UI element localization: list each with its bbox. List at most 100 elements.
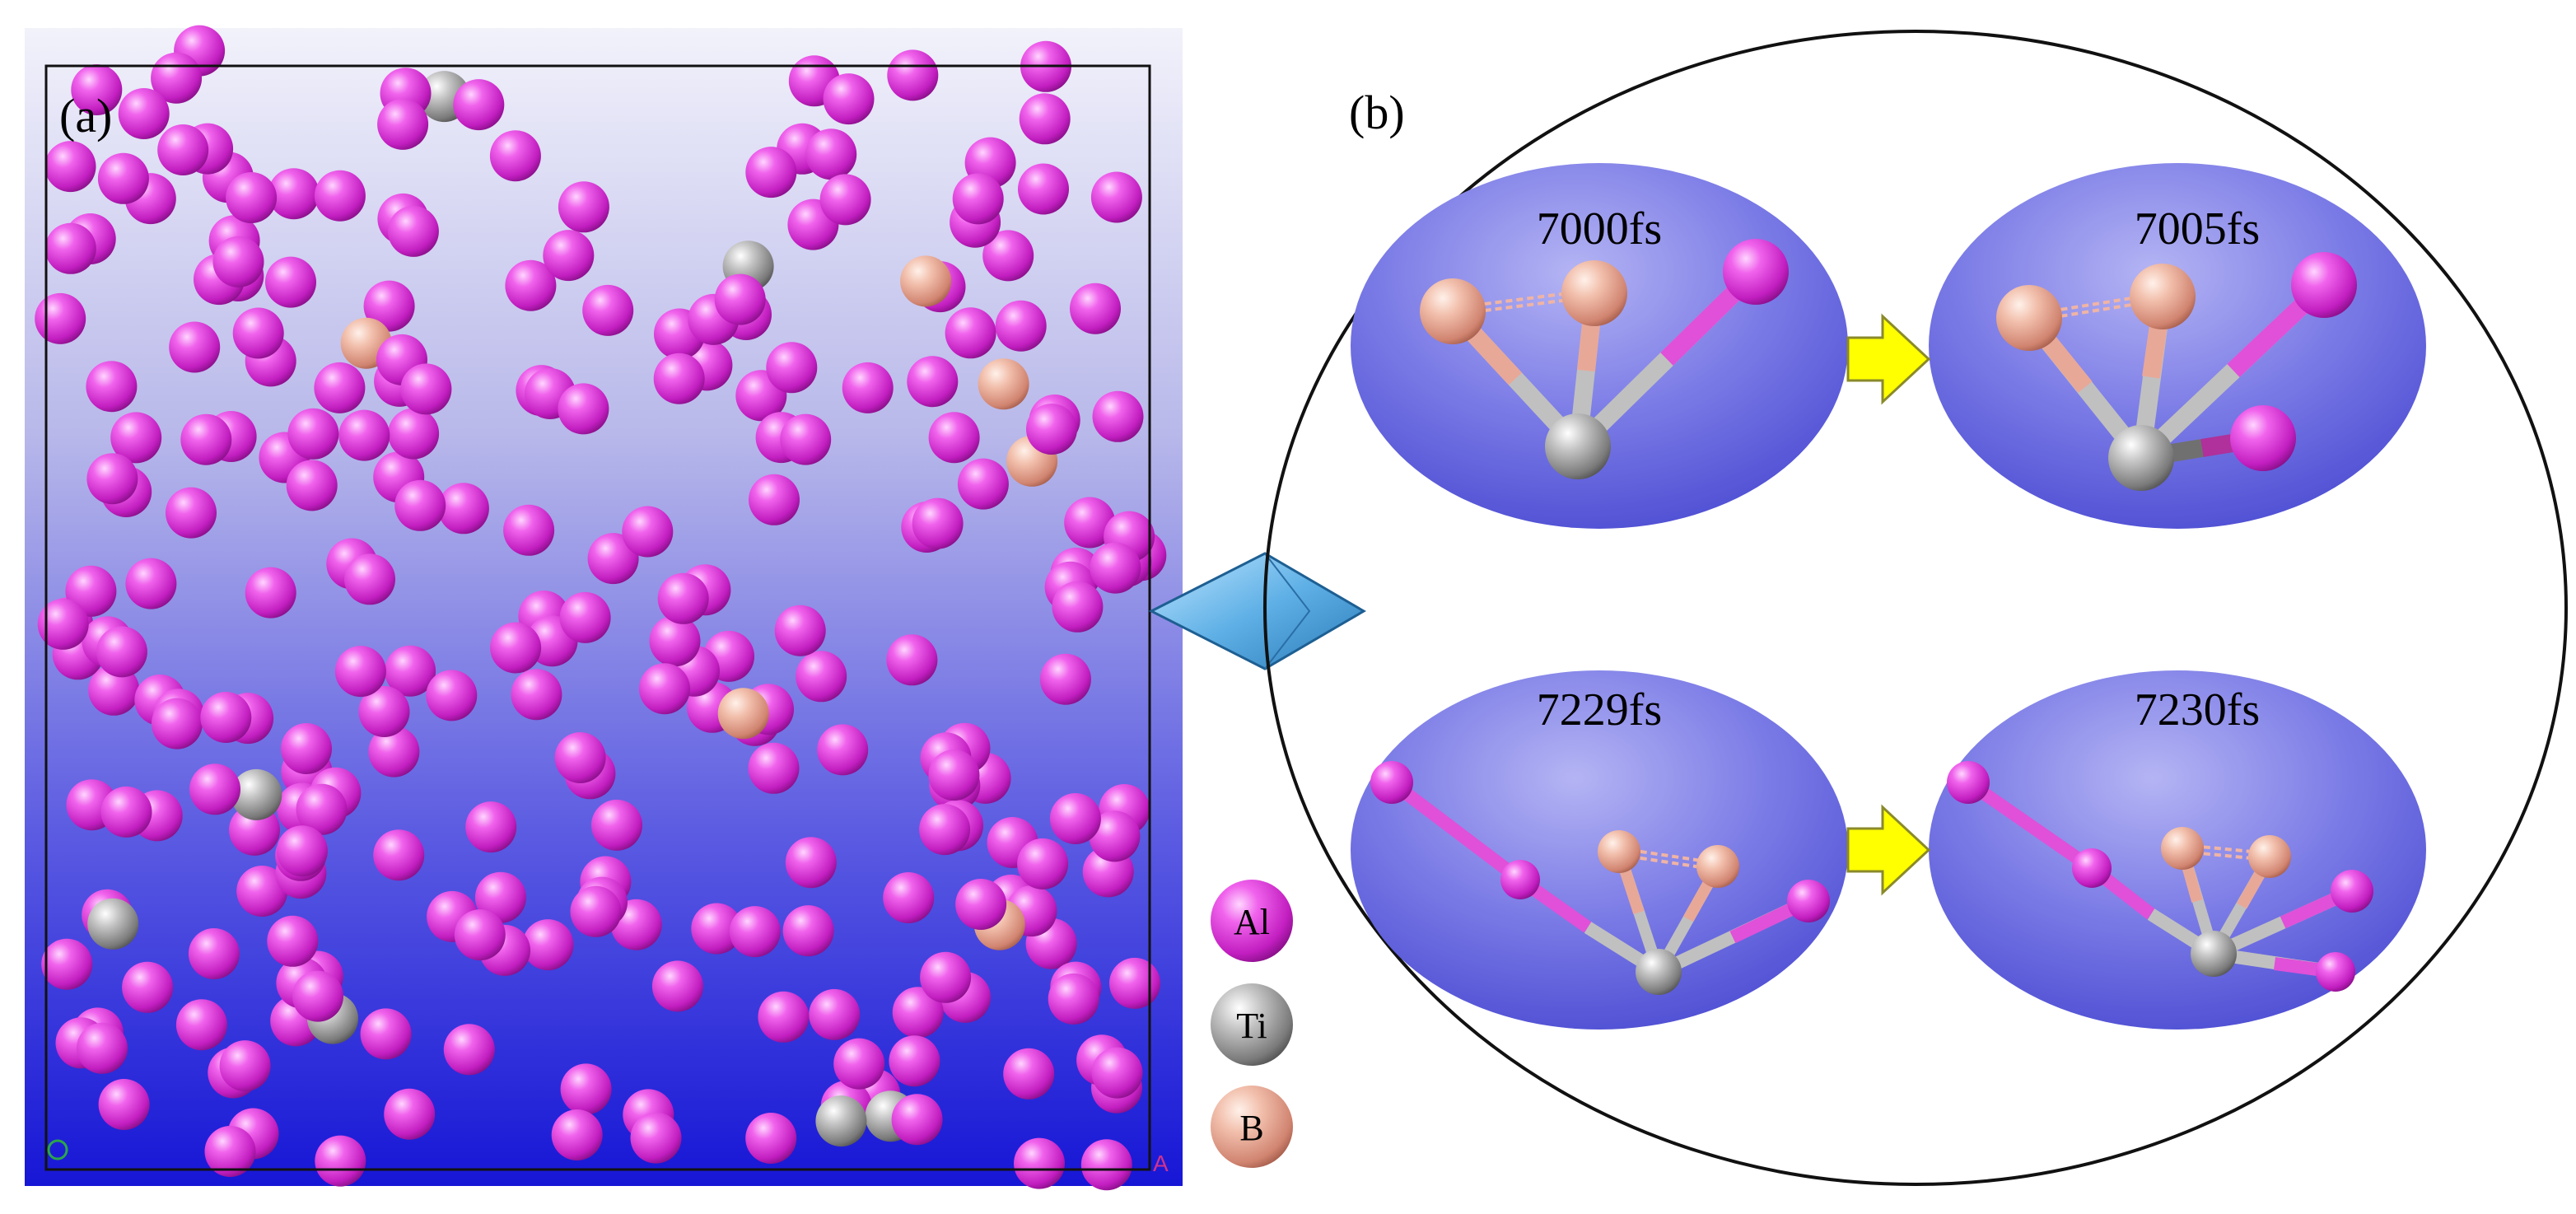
al-atom xyxy=(952,173,1004,225)
al-atom xyxy=(35,292,86,344)
al-atom xyxy=(907,356,959,408)
al-atom xyxy=(368,726,420,777)
b-atom xyxy=(1996,285,2062,351)
al-atom xyxy=(1026,404,1077,455)
al-atom xyxy=(639,663,690,715)
al-atom xyxy=(204,1126,256,1177)
al-atom xyxy=(453,79,505,131)
al-atom xyxy=(1090,171,1142,223)
al-atom xyxy=(37,598,89,650)
al-atom xyxy=(1723,239,1789,305)
al-atom xyxy=(651,960,703,1012)
al-atom xyxy=(560,1063,612,1115)
al-atom xyxy=(157,124,209,175)
al-atom xyxy=(883,872,935,923)
legend: Al Ti B xyxy=(1211,880,1293,1168)
al-atom xyxy=(169,321,221,373)
al-atom xyxy=(554,732,606,783)
al-atom xyxy=(630,1112,682,1164)
al-atom xyxy=(587,533,639,585)
al-atom xyxy=(780,413,832,465)
ti-atom-swatch xyxy=(1211,983,1293,1066)
al-atom xyxy=(377,98,429,150)
al-atom xyxy=(96,626,147,678)
molecule-cluster xyxy=(1370,761,1830,995)
al-atom xyxy=(1070,282,1121,334)
al-atom xyxy=(490,622,542,674)
al-atom xyxy=(758,991,810,1043)
al-atom xyxy=(1017,838,1069,889)
al-atom xyxy=(180,413,232,465)
al-atom xyxy=(426,670,478,721)
snapshot-7000fs: 7000fs xyxy=(1351,163,1848,529)
molecule-cluster xyxy=(1420,239,1789,479)
b-atom xyxy=(1420,278,1486,344)
al-atom xyxy=(1019,93,1071,145)
ti-atom xyxy=(1636,949,1682,995)
al-atom xyxy=(833,1038,885,1090)
b-atom xyxy=(2248,835,2291,878)
al-atom xyxy=(98,1079,150,1130)
al-atom xyxy=(166,487,217,539)
al-atom xyxy=(766,342,818,394)
al-atom xyxy=(232,307,284,359)
al-atom xyxy=(200,692,252,743)
al-atom xyxy=(41,938,93,990)
al-atom xyxy=(745,147,797,198)
b-atom xyxy=(1561,260,1627,326)
al-atom xyxy=(748,742,800,794)
al-atom xyxy=(86,361,138,413)
al-atom xyxy=(955,879,1007,930)
legend-item-al: Al xyxy=(1211,880,1293,962)
al-atom xyxy=(582,284,634,336)
al-atom xyxy=(511,669,562,721)
al-atom xyxy=(314,362,366,413)
al-atom xyxy=(400,363,452,415)
al-atom xyxy=(292,970,343,1022)
snapshot-background xyxy=(1929,163,2426,529)
al-atom xyxy=(394,479,446,531)
origin-marker-icon xyxy=(47,1139,68,1160)
al-atom xyxy=(385,645,436,697)
al-atom xyxy=(551,1109,603,1160)
al-atom xyxy=(387,205,439,257)
ti-atom xyxy=(2191,931,2237,977)
al-atom xyxy=(281,723,332,774)
al-atom xyxy=(44,222,96,274)
legend-al-label: Al xyxy=(1234,902,1270,942)
al-atom xyxy=(77,1022,128,1074)
al-atom xyxy=(88,664,140,716)
molecule-cluster xyxy=(1996,252,2357,491)
al-atom xyxy=(489,130,541,182)
snapshot-7005fs: 7005fs xyxy=(1929,163,2426,529)
al-atom xyxy=(2316,952,2355,992)
al-atom xyxy=(437,483,489,535)
al-atom xyxy=(1014,1137,1065,1189)
al-atom xyxy=(474,871,526,923)
ti-atom xyxy=(1545,413,1611,479)
b-atom xyxy=(978,358,1029,410)
transition-arrow-bottom-icon xyxy=(1846,804,1931,896)
al-atom xyxy=(1091,1047,1143,1099)
simulation-box-frame xyxy=(44,64,1151,1171)
al-atom xyxy=(543,230,595,282)
zoom-arrow-icon xyxy=(1148,552,1366,670)
al-atom xyxy=(44,141,96,193)
al-atom xyxy=(653,353,705,404)
al-atom xyxy=(817,724,869,776)
panel-b: (b) 7000fs 7005fs xyxy=(1263,30,2568,1186)
al-atom xyxy=(189,763,240,815)
al-atom xyxy=(245,567,296,619)
al-atom xyxy=(2291,252,2357,318)
al-atom xyxy=(287,408,339,460)
panel-b-label: (b) xyxy=(1349,86,1405,139)
al-atom xyxy=(71,64,123,115)
b-atom xyxy=(900,255,952,307)
transition-arrow-top-icon xyxy=(1846,313,1931,405)
al-atom xyxy=(729,906,781,958)
al-atom-swatch xyxy=(1211,880,1293,962)
al-atom xyxy=(212,236,264,287)
legend-b-label: B xyxy=(1239,1108,1263,1148)
al-atom xyxy=(503,504,555,556)
